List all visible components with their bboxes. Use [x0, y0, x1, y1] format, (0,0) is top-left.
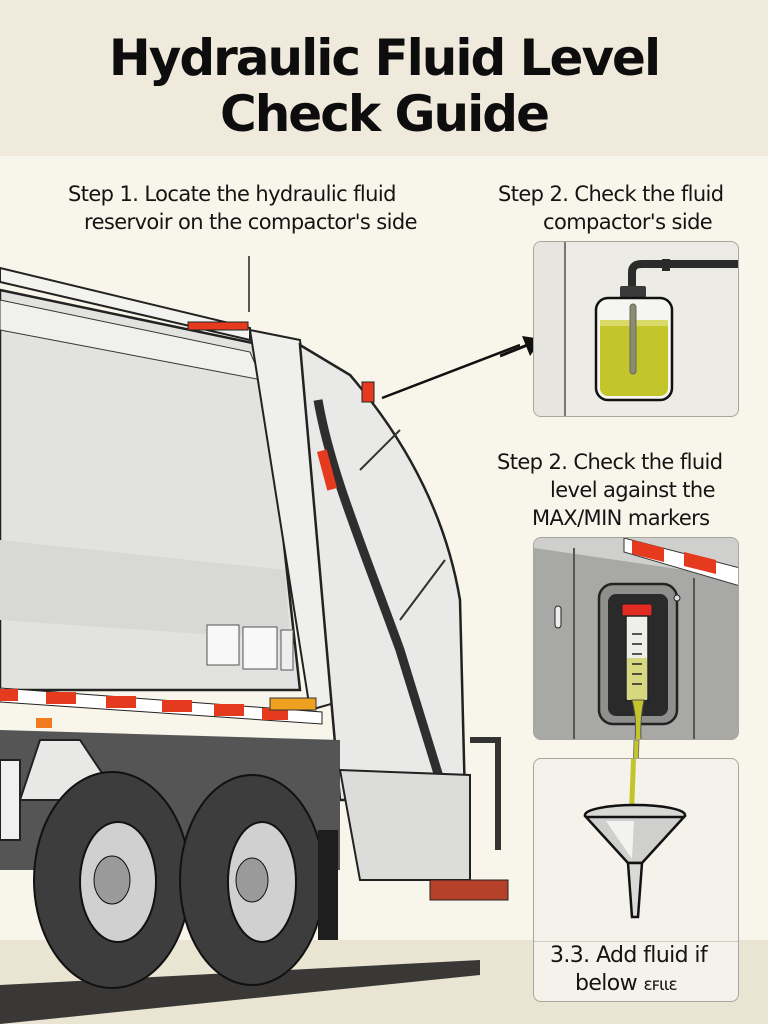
garbage-truck-illustration — [0, 256, 520, 1024]
page-title-line2: Check Guide — [220, 85, 550, 143]
page-title-line1: Hydraulic Fluid Level — [108, 29, 661, 87]
sight-gauge-panel — [533, 537, 739, 740]
step2b-caption-line1: Step 2. Check the fluid — [497, 450, 723, 474]
step1-caption-line2: reservoir on the compactor's side — [84, 210, 418, 234]
step2a-caption-line1: Step 2. Check the fluid — [498, 182, 724, 206]
rear-tire-1 — [33, 771, 191, 989]
step3-caption-line2: below ɛꜰɩɩɛ — [575, 970, 678, 999]
sight-gauge-icon — [534, 538, 738, 739]
reservoir-tank-icon — [534, 242, 738, 416]
step1-caption-line1: Step 1. Locate the hydraulic fluid — [68, 182, 396, 206]
reservoir-panel — [533, 241, 739, 417]
rear-tire-2 — [179, 774, 325, 986]
step2b-caption-line2: level against the — [550, 478, 716, 502]
header: Hydraulic Fluid Level Check Guide — [0, 0, 768, 156]
funnel-icon — [583, 759, 687, 919]
step2a-caption-line2: compactor's side — [543, 210, 713, 234]
step3-caption-below: below — [575, 971, 638, 996]
safety-stripe — [0, 687, 323, 725]
step3-caption-line1: 3.3. Add fluid if — [550, 943, 708, 968]
step3-caption-garbled: ɛꜰɩɩɛ — [643, 975, 677, 995]
step2b-caption-line3: MAX/MIN markers — [532, 506, 710, 530]
funnel-panel — [533, 758, 739, 1002]
